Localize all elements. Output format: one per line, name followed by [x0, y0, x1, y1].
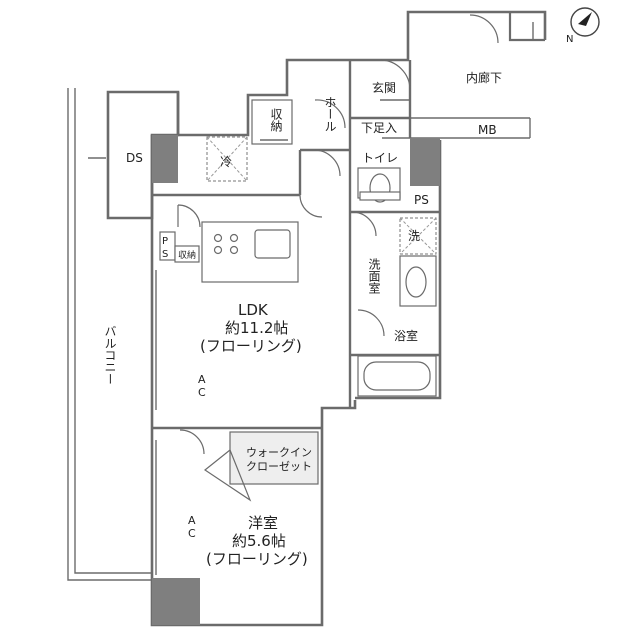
ac-western-label-2: C: [188, 527, 196, 540]
exterior-walls: [106, 10, 547, 627]
column-nw: [152, 135, 178, 183]
ldk-floor: (フローリング): [200, 337, 302, 355]
bathtub: [357, 355, 437, 397]
ps-left-label-2: S: [162, 249, 168, 260]
interior-walls: [151, 60, 531, 430]
storage-small-label: 収納: [178, 249, 196, 261]
ldk-name: LDK: [238, 301, 269, 319]
toilet-fixture: [357, 167, 401, 203]
ds-label: DS: [126, 151, 143, 165]
compass-label: N: [566, 34, 573, 45]
ps-left-label-1: P: [162, 236, 168, 247]
fridge-label: 冷: [220, 155, 232, 169]
western-floor: (フローリング): [206, 550, 308, 568]
storage-box: [251, 99, 293, 145]
washroom-label: 洗面室: [367, 258, 381, 294]
kitchen-counter: [201, 221, 299, 283]
mb-label: MB: [478, 123, 497, 137]
shoe-box-label: 下足入: [361, 121, 397, 135]
bathroom-label: 浴室: [394, 328, 418, 343]
entrance-label: 玄関: [372, 80, 396, 95]
ps-right-label: PS: [414, 193, 429, 207]
toilet-label: トイレ: [362, 151, 398, 165]
door-swings: [177, 14, 499, 502]
walk-in-closet-line1: ウォークイン: [246, 446, 312, 459]
western-size: 約5.6帖: [232, 532, 286, 550]
hall-label: ホール: [323, 96, 337, 132]
fridge-space: [206, 136, 248, 182]
ac-western-label-1: A: [188, 514, 196, 527]
storage-label: 収納: [269, 108, 283, 132]
compass-icon: [570, 7, 600, 37]
western-name: 洋室: [248, 514, 278, 532]
ldk-size: 約11.2帖: [225, 319, 288, 337]
washer-space: [399, 217, 437, 255]
wash-basin: [399, 255, 437, 307]
column-ne: [410, 138, 440, 186]
balcony-outline: [67, 88, 152, 581]
column-sw: [152, 578, 200, 625]
walk-in-closet-line2: クローゼット: [246, 460, 312, 473]
balcony-label: バルコニー: [103, 325, 117, 385]
ac-ldk-label-2: C: [198, 386, 206, 399]
walk-in-closet-box: [229, 431, 319, 485]
washer-label: 洗: [408, 229, 420, 243]
storage-small-box: [174, 245, 200, 263]
inner-corridor-label: 内廊下: [466, 70, 502, 85]
ac-ldk-label-1: A: [198, 373, 206, 386]
